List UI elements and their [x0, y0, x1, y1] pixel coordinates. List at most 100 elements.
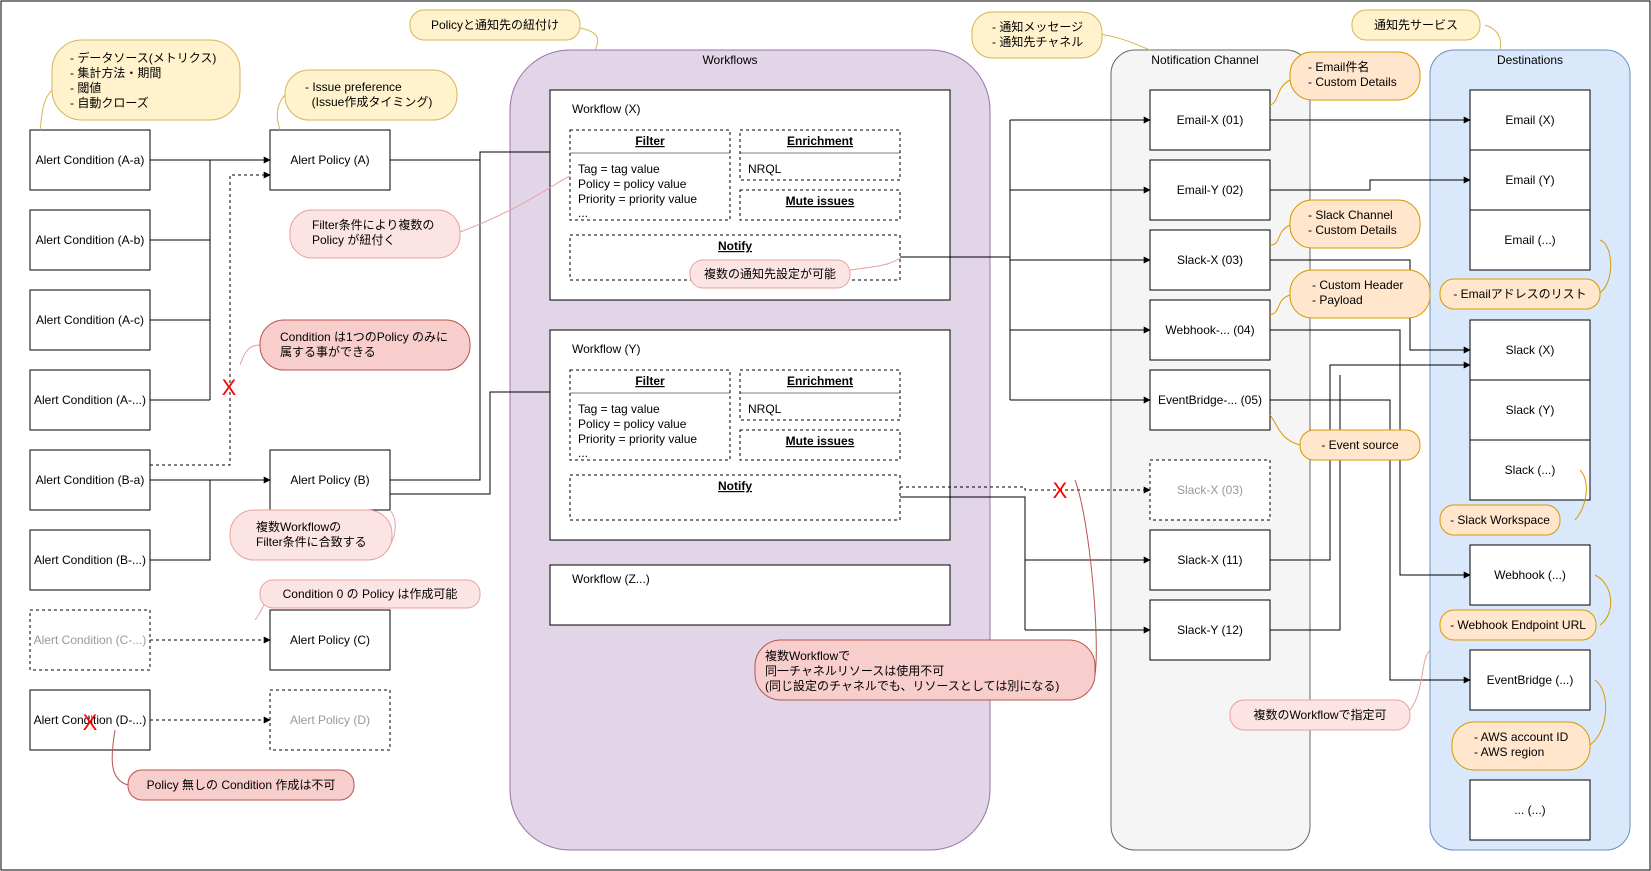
svg-text:Email-X (01): Email-X (01): [1177, 113, 1244, 127]
svg-text:- 自動クローズ: - 自動クローズ: [70, 95, 149, 110]
note-email-subject: - Email件名 - Custom Details: [1289, 51, 1421, 101]
svg-text:Alert Condition (A-b): Alert Condition (A-b): [36, 233, 145, 247]
svg-text:Slack (X): Slack (X): [1506, 343, 1555, 357]
svg-text:- AWS region: - AWS region: [1474, 745, 1544, 759]
workflow-x-filter: [569, 129, 731, 221]
policy-c: Alert Policy (C): [269, 609, 391, 671]
policy-a: Alert Policy (A): [269, 129, 391, 191]
note-same-channel: 複数Workflowで 同一チャネルリソースは使用不可 (同じ設定のチャネルでも…: [754, 639, 1096, 701]
svg-text:- 閾値: - 閾値: [70, 80, 101, 95]
svg-text:Notify: Notify: [718, 239, 752, 253]
svg-text:Enrichment: Enrichment: [787, 134, 853, 148]
svg-text:Slack-X (03): Slack-X (03): [1177, 483, 1243, 497]
condition-c-etc: Alert Condition (C-...): [29, 609, 151, 671]
svg-text:Alert Policy (B): Alert Policy (B): [290, 473, 369, 487]
note-notify-message: - 通知メッセージ - 通知先チャネル: [971, 11, 1103, 59]
destinations-title: Destinations: [1497, 53, 1563, 67]
destination-slack-y: Slack (Y): [1469, 379, 1591, 441]
channel-email-x: Email-X (01): [1149, 89, 1271, 151]
svg-text:Mute issues: Mute issues: [786, 194, 855, 208]
svg-text:Tag = tag value: Tag = tag value: [578, 402, 660, 416]
note-destination-service: 通知先サービス: [1351, 9, 1481, 41]
svg-text:Alert Condition (B-a): Alert Condition (B-a): [36, 473, 145, 487]
svg-text:- 通知メッセージ: - 通知メッセージ: [992, 20, 1083, 34]
condition-d-etc: Alert Condition (D-...): [29, 689, 151, 751]
channel-slack-y-12: Slack-Y (12): [1149, 599, 1271, 661]
svg-text:同一チャネルリソースは使用不可: 同一チャネルリソースは使用不可: [765, 663, 944, 678]
svg-text:Notify: Notify: [718, 479, 752, 493]
note-datasource: - データソース(メトリクス) - 集計方法・期間 - 閾値 - 自動クローズ: [51, 39, 241, 121]
svg-text:Alert Policy (D): Alert Policy (D): [290, 713, 370, 727]
notification-channel-title: Notification Channel: [1151, 53, 1258, 67]
svg-text:- Slack Channel: - Slack Channel: [1308, 208, 1393, 222]
cross-mark-condition-one-policy: X: [222, 375, 237, 400]
svg-text:Email (Y): Email (Y): [1505, 173, 1554, 187]
workflow-y: Workflow (Y) Filter Tag = tag value Poli…: [549, 329, 951, 541]
note-webhook-url: - Webhook Endpoint URL: [1439, 609, 1597, 641]
svg-text:複数Workflowの: 複数Workflowの: [256, 519, 341, 534]
channel-slack-x-11: Slack-X (11): [1149, 529, 1271, 591]
svg-text:Alert Policy (A): Alert Policy (A): [290, 153, 369, 167]
destination-webhook: Webhook (...): [1469, 544, 1591, 606]
note-aws: - AWS account ID - AWS region: [1451, 721, 1591, 771]
note-multi-workflow-destination: 複数のWorkflowで指定可: [1229, 699, 1411, 731]
svg-text:Filter条件により複数の: Filter条件により複数の: [312, 217, 434, 232]
svg-text:EventBridge-... (05): EventBridge-... (05): [1158, 393, 1262, 407]
svg-text:(Issue作成タイミング): (Issue作成タイミング): [305, 95, 432, 109]
svg-text:Alert Policy (C): Alert Policy (C): [290, 633, 370, 647]
svg-text:複数の通知先設定が可能: 複数の通知先設定が可能: [704, 266, 836, 281]
note-condition-one-policy: Condition は1つのPolicy のみに 属する事ができる: [259, 319, 471, 371]
condition-a-a: Alert Condition (A-a): [29, 129, 151, 191]
workflows-title: Workflows: [702, 53, 757, 67]
note-no-policy: Policy 無しの Condition 作成は不可: [127, 769, 355, 801]
destination-etc: ... (...): [1469, 779, 1591, 841]
note-filter-multi: Filter条件により複数の Policy が紐付く: [289, 209, 461, 259]
svg-text:Email (...): Email (...): [1504, 233, 1555, 247]
svg-text:複数Workflowで: 複数Workflowで: [765, 648, 850, 663]
svg-text:Tag = tag value: Tag = tag value: [578, 162, 660, 176]
svg-text:NRQL: NRQL: [748, 402, 782, 416]
condition-b-a: Alert Condition (B-a): [29, 449, 151, 511]
workflow-z-title: Workflow (Z...): [572, 572, 650, 586]
workflow-x-mute: [739, 189, 901, 221]
svg-text:Condition 0 の Policy は作成可能: Condition 0 の Policy は作成可能: [283, 587, 458, 601]
svg-text:EventBridge (...): EventBridge (...): [1487, 673, 1574, 687]
svg-text:Priority = priority value: Priority = priority value: [578, 432, 697, 446]
policy-workflow-connectors: [390, 148, 571, 495]
note-slack-workspace: - Slack Workspace: [1439, 504, 1561, 536]
note-issue-preference: - Issue preference (Issue作成タイミング): [284, 69, 458, 121]
workflow-y-title: Workflow (Y): [572, 342, 640, 356]
svg-text:Slack-X (11): Slack-X (11): [1177, 553, 1242, 567]
note-multi-workflow-filter: 複数Workflowの Filter条件に合致する: [229, 509, 393, 561]
svg-text:Policy = policy value: Policy = policy value: [578, 177, 687, 191]
svg-text:Slack (...): Slack (...): [1505, 463, 1556, 477]
note-custom-header: - Custom Header - Payload: [1289, 269, 1431, 319]
note-leader-lines: [39, 24, 1612, 786]
channel-slack-x-03-duplicate: Slack-X (03): [1149, 459, 1271, 521]
svg-text:- Custom Details: - Custom Details: [1308, 223, 1397, 237]
svg-text:Policyと通知先の紐付け: Policyと通知先の紐付け: [431, 18, 559, 32]
workflow-y-mute: [739, 429, 901, 461]
workflow-y-enrichment: [739, 369, 901, 421]
svg-text:- Custom Details: - Custom Details: [1308, 75, 1397, 89]
channel-email-y: Email-Y (02): [1149, 159, 1271, 221]
note-multi-destination: 複数の通知先設定が可能: [689, 259, 851, 289]
condition-b-etc: Alert Condition (B-...): [29, 529, 151, 591]
svg-text:- データソース(メトリクス): - データソース(メトリクス): [70, 50, 216, 65]
workflow-x-title: Workflow (X): [572, 102, 640, 116]
svg-text:Alert Condition (A-...): Alert Condition (A-...): [34, 393, 146, 407]
svg-text:Alert Condition (B-...): Alert Condition (B-...): [34, 553, 146, 567]
svg-text:Slack-X (03): Slack-X (03): [1177, 253, 1243, 267]
svg-text:Policy が紐付く: Policy が紐付く: [312, 232, 395, 247]
workflow-x-enrichment: [739, 129, 901, 181]
svg-text:- Webhook Endpoint URL: - Webhook Endpoint URL: [1450, 618, 1586, 632]
svg-text:属する事ができる: 属する事ができる: [280, 344, 376, 359]
destination-slack-x: Slack (X): [1469, 319, 1591, 381]
workflow-z: Workflow (Z...): [549, 564, 951, 626]
svg-text:- AWS account ID: - AWS account ID: [1474, 730, 1569, 744]
svg-text:- 集計方法・期間: - 集計方法・期間: [70, 65, 161, 80]
condition-a-c: Alert Condition (A-c): [29, 289, 151, 351]
svg-text:Policy = policy value: Policy = policy value: [578, 417, 687, 431]
condition-a-etc: Alert Condition (A-...): [29, 369, 151, 431]
